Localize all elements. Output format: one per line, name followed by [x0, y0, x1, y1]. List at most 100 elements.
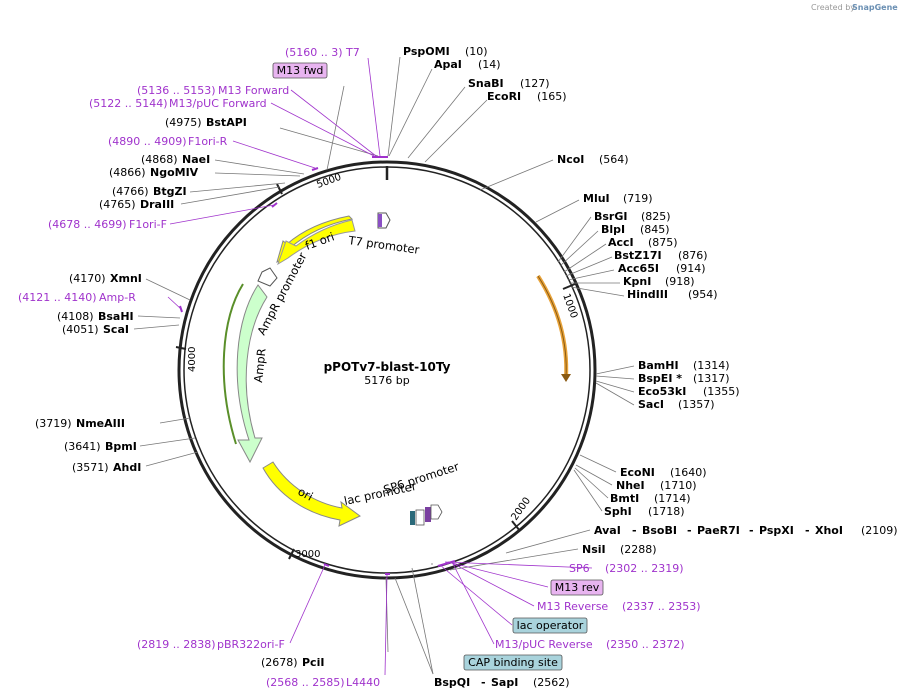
m13-rev-box-label: M13 rev — [555, 581, 600, 594]
site-pspomi-pos: (10) — [465, 45, 488, 58]
site-paer7i[interactable]: PaeR7I — [697, 524, 740, 537]
site-btgzi[interactable]: BtgZI — [153, 185, 187, 198]
sep-3: - — [749, 524, 754, 537]
primer-pbr322ori-pos: (2819 .. 2838) — [137, 638, 216, 651]
ori-arrow — [262, 461, 361, 527]
site-bspei[interactable]: BspEI * — [638, 372, 682, 385]
site-kpni-pos: (918) — [665, 275, 695, 288]
site-sphi[interactable]: SphI — [604, 505, 632, 518]
orf-arrow-line — [537, 275, 567, 379]
site-acci-pos: (875) — [648, 236, 678, 249]
site-bsrgi[interactable]: BsrGI — [594, 210, 627, 223]
primer-m13fwd-pos: (5136 .. 5153) — [137, 84, 216, 97]
primer-mark-sp6-m13rev — [437, 560, 456, 567]
site-acci[interactable]: AccI — [608, 236, 634, 249]
site-pcii-pos: (2678) — [261, 656, 298, 669]
site-pcii[interactable]: PciI — [302, 656, 324, 669]
site-apai-pos: (14) — [478, 58, 501, 71]
m13-rev-box[interactable] — [550, 579, 604, 596]
m13-fwd-box[interactable] — [272, 62, 328, 79]
site-snabi-pos: (127) — [520, 77, 550, 90]
t7-promoter-label: T7 promoter — [347, 233, 421, 257]
site-ncoi[interactable]: NcoI — [557, 153, 584, 166]
site-scai[interactable]: ScaI — [103, 323, 129, 336]
site-saci[interactable]: SacI — [638, 398, 664, 411]
site-ahdi[interactable]: AhdI — [113, 461, 141, 474]
site-apai[interactable]: ApaI — [434, 58, 462, 71]
site-bsahi[interactable]: BsaHI — [98, 310, 134, 323]
site-bmti-pos: (1714) — [654, 492, 691, 505]
site-bsobi[interactable]: BsoBI — [642, 524, 677, 537]
m13-rev-block — [425, 507, 431, 522]
site-ecori[interactable]: EcoRI — [487, 90, 521, 103]
primer-ampr[interactable]: Amp-R — [99, 291, 136, 304]
cap-site-block — [410, 511, 415, 525]
site-draiii-pos: (4765) — [99, 198, 136, 211]
site-avai[interactable]: AvaI — [594, 524, 621, 537]
site-kpni[interactable]: KpnI — [623, 275, 651, 288]
site-xhoi[interactable]: XhoI — [815, 524, 843, 537]
tick-4000 — [175, 346, 187, 350]
primer-t7[interactable]: T7 — [345, 46, 360, 59]
primer-f1ori-r-pos: (4890 .. 4909) — [108, 135, 187, 148]
site-acc65i[interactable]: Acc65I — [618, 262, 659, 275]
primer-m13puc-fwd-pos: (5122 .. 5144) — [89, 97, 168, 110]
site-ngomiv[interactable]: NgoMIV — [150, 166, 199, 179]
primer-l4440-pos: (2568 .. 2585) — [266, 676, 345, 689]
site-bamhi[interactable]: BamHI — [638, 359, 679, 372]
site-bstapi-pos: (4975) — [165, 116, 202, 129]
site-mlui-pos: (719) — [623, 192, 653, 205]
sep-1: - — [632, 524, 637, 537]
primer-f1ori-r[interactable]: F1ori-R — [188, 135, 228, 148]
ampr-promoter-arrow — [257, 267, 278, 287]
site-sphi-pos: (1718) — [648, 505, 685, 518]
primer-l4440[interactable]: L4440 — [346, 676, 380, 689]
primer-m13rev[interactable]: M13 Reverse — [537, 600, 608, 613]
sep-4: - — [805, 524, 810, 537]
primer-m13puc-fwd[interactable]: M13/pUC Forward — [169, 97, 267, 110]
sep-2: - — [687, 524, 692, 537]
site-bsahi-pos: (4108) — [57, 310, 94, 323]
site-bspei-pos: (1317) — [693, 372, 730, 385]
site-pspxi[interactable]: PspXI — [759, 524, 794, 537]
tick-3000 — [288, 548, 295, 560]
primer-f1ori-f[interactable]: F1ori-F — [129, 218, 167, 231]
primer-sp6[interactable]: SP6 — [569, 562, 590, 575]
site-nsii[interactable]: NsiI — [582, 543, 606, 556]
site-bpmi[interactable]: BpmI — [105, 440, 137, 453]
orf-arrow-head — [561, 374, 571, 382]
cap-binding-site-box[interactable] — [463, 654, 563, 671]
site-pspomi[interactable]: PspOMI — [403, 45, 450, 58]
site-snabi[interactable]: SnaBI — [468, 77, 504, 90]
site-ahdi-pos: (3571) — [72, 461, 109, 474]
site-bmti[interactable]: BmtI — [610, 492, 639, 505]
site-nhei[interactable]: NheI — [616, 479, 645, 492]
site-hindiii[interactable]: HindIII — [627, 288, 668, 301]
primer-m13puc-rev[interactable]: M13/pUC Reverse — [495, 638, 593, 651]
lac-operator-box[interactable] — [512, 617, 588, 634]
site-blpi-pos: (845) — [640, 223, 670, 236]
site-nsii-pos: (2288) — [620, 543, 657, 556]
site-xmni[interactable]: XmnI — [110, 272, 142, 285]
site-xhoi-pos: (2109) — [861, 524, 898, 537]
ampr-arrow — [236, 284, 268, 464]
site-xmni-pos: (4170) — [69, 272, 106, 285]
site-bspqi[interactable]: BspQI — [434, 676, 470, 689]
site-bstz17i[interactable]: BstZ17I — [614, 249, 662, 262]
site-sapi[interactable]: SapI — [491, 676, 518, 689]
site-nmeaiii[interactable]: NmeAIII — [76, 417, 125, 430]
sep-5: - — [481, 676, 486, 689]
site-bstapi[interactable]: BstAPI — [206, 116, 247, 129]
site-sapi-pos: (2562) — [533, 676, 570, 689]
primer-m13fwd[interactable]: M13 Forward — [218, 84, 289, 97]
site-naei[interactable]: NaeI — [182, 153, 210, 166]
site-eco53ki[interactable]: Eco53kI — [638, 385, 686, 398]
site-mlui[interactable]: MluI — [583, 192, 610, 205]
primer-t7-pos: (5160 .. 3) — [285, 46, 343, 59]
site-econi[interactable]: EcoNI — [620, 466, 655, 479]
site-blpi[interactable]: BlpI — [601, 223, 625, 236]
site-draiii[interactable]: DraIII — [140, 198, 174, 211]
plasmid-length: 5176 bp — [364, 374, 409, 387]
primer-pbr322ori[interactable]: pBR322ori-F — [217, 638, 285, 651]
t7-promoter-core — [378, 214, 382, 227]
